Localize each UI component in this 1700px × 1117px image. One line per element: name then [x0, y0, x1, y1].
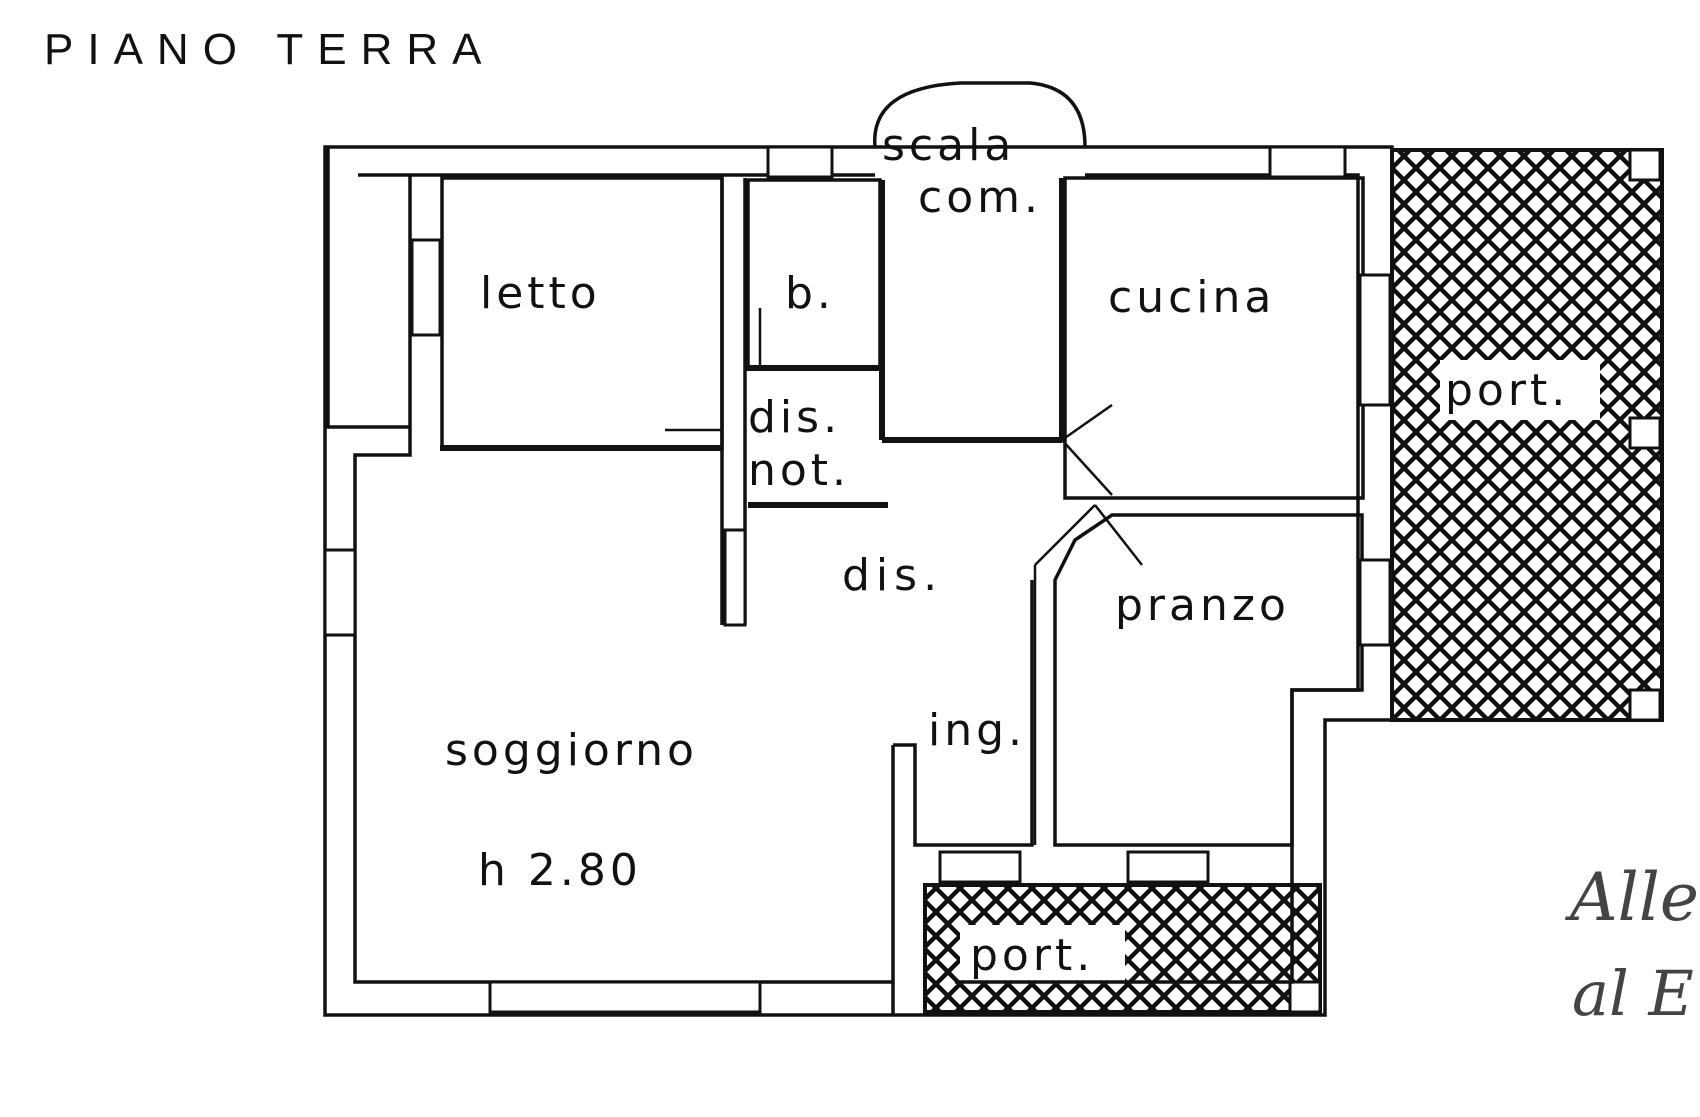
label-dis-not-1: dis. — [748, 392, 841, 443]
door-cucina-swing — [1061, 403, 1113, 496]
pillar — [1628, 148, 1662, 182]
stair-arc — [873, 81, 1087, 148]
label-disimpegno: dis. — [842, 550, 943, 601]
pillar — [1628, 416, 1662, 450]
portico-south-label-bg — [960, 925, 1125, 983]
label-scala-com: com. — [918, 172, 1042, 223]
label-letto: letto — [480, 268, 601, 319]
label-soggiorno: soggiorno — [445, 725, 698, 776]
wall-ingresso — [891, 580, 1034, 1015]
portico-east-hatch — [1390, 148, 1664, 722]
door-pranzo-swing — [1033, 504, 1143, 845]
label-portico-south: port. — [970, 930, 1094, 981]
room-pranzo-wall — [1053, 513, 1364, 847]
plan-title: PIANO TERRA — [44, 25, 495, 74]
wall-dis-not — [748, 180, 888, 508]
label-ingresso: ing. — [928, 705, 1026, 756]
outer-west-strip — [326, 147, 410, 429]
pillar — [1288, 980, 1322, 1014]
label-pranzo: pranzo — [1115, 580, 1290, 631]
room-cucina-wall — [1063, 176, 1365, 500]
handwritten-note-line1: Alleg — [1564, 859, 1700, 936]
label-portico-east: port. — [1445, 365, 1569, 416]
handwritten-note-line2: al E — [1572, 957, 1694, 1030]
label-dis-not-2: not. — [748, 445, 850, 496]
label-cucina: cucina — [1108, 272, 1275, 323]
portico-east-label-bg — [1440, 360, 1600, 420]
label-height: h 2.80 — [478, 845, 642, 896]
windows — [323, 145, 1392, 1014]
label-scala: scala — [882, 120, 1015, 171]
pillar — [1628, 688, 1662, 722]
label-bagno: b. — [785, 268, 835, 319]
